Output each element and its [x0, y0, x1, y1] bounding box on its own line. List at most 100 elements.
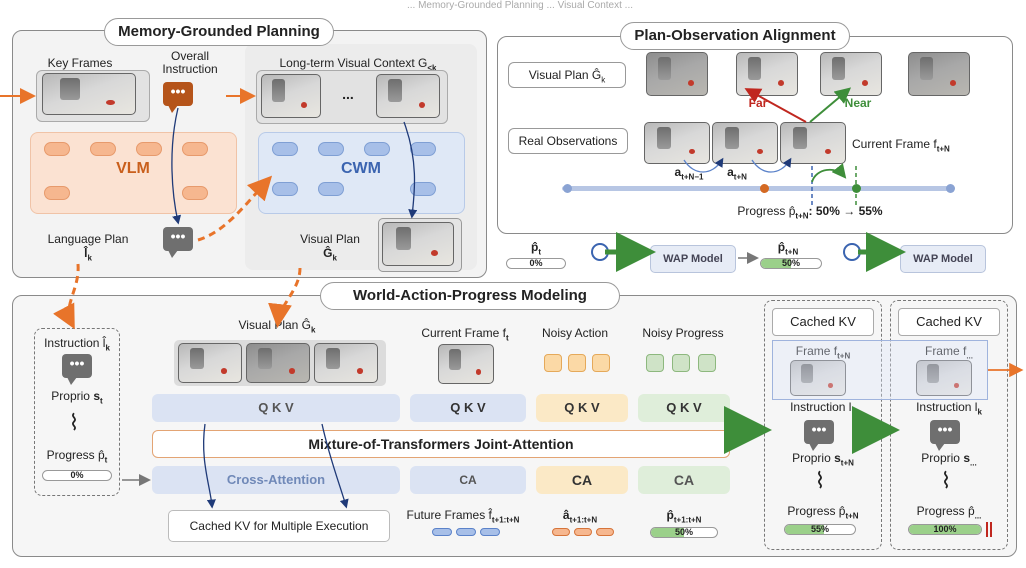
- noisy-progress-label: Noisy Progress: [642, 326, 724, 340]
- p-hat-bar: 50%: [650, 527, 718, 538]
- qkv-box-frame: Q K V: [410, 394, 526, 422]
- future-frames-label: Future Frames f̂t+1:t+N: [400, 508, 526, 524]
- wapm-proprio-symbol: s: [93, 389, 101, 403]
- action-1-sub: t+N−1: [681, 172, 704, 182]
- chat-icon: •••: [930, 420, 960, 451]
- strip-pt-value: 0%: [529, 258, 543, 268]
- qkv-box-visual: Q K V: [152, 394, 400, 422]
- action-2-text: a: [727, 165, 734, 179]
- wapm-progress-label: Progress p̂t: [34, 448, 120, 464]
- wapm-plan-frame-3: [314, 343, 378, 383]
- cwm-token: [364, 142, 390, 156]
- wapm-proprio-text: Proprio: [51, 389, 90, 403]
- overall-instruction-label: Overall Instruction: [162, 49, 218, 76]
- action-token: [596, 528, 614, 536]
- wapm-current-frame-text: Current Frame f: [421, 326, 506, 340]
- qkv-box-progress: Q K V: [638, 394, 730, 422]
- visual-plan-frame: [382, 222, 454, 266]
- noisy-action-token: [592, 354, 610, 372]
- action-token: [552, 528, 570, 536]
- poa-progress-value: : 50% → 55%: [808, 204, 883, 218]
- context-frame-1: [261, 74, 321, 118]
- future-frame-token: [432, 528, 452, 536]
- robot-arm-icon: ⌇: [814, 468, 826, 493]
- wapm-visual-plan-sub: k: [311, 325, 316, 335]
- obs-frame-1: [644, 122, 710, 164]
- cache1-frame-text: Frame f: [795, 344, 838, 358]
- long-term-context-text: Long-term Visual Context G: [279, 56, 428, 70]
- strip-ptn-bar: 50%: [760, 258, 822, 269]
- future-frame-token: [456, 528, 476, 536]
- timeline-dot-end: [946, 184, 955, 193]
- strip-ptn-fill: [761, 259, 791, 268]
- cached-kv-box-2: Cached KV: [898, 308, 1000, 336]
- cache1-frame-image: [790, 360, 846, 396]
- cache2-progress-bar: 100%: [908, 524, 982, 535]
- cwm-token: [410, 182, 436, 196]
- wapm-progress-sub: t: [104, 455, 108, 465]
- qkv-box-action: Q K V: [536, 394, 628, 422]
- visual-plan-text: Visual Plan: [300, 232, 360, 246]
- ca-box-frame: CA: [410, 466, 526, 494]
- cache2-frame-image: [916, 360, 972, 396]
- cwm-token: [410, 142, 436, 156]
- obs-frame-2: [712, 122, 778, 164]
- language-plan-text: Language Plan: [47, 232, 129, 246]
- cross-attention-box: Cross-Attention: [152, 466, 400, 494]
- cache2-frame-sub: ...: [966, 351, 973, 361]
- context-frame-2: [376, 74, 440, 118]
- current-frame-text: Current Frame f: [852, 137, 937, 151]
- poa-plan-frame-1: [646, 52, 708, 96]
- poa-progress-sub: t+N: [795, 211, 809, 221]
- timeline-dot-start: [563, 184, 572, 193]
- instruction-to-plan-arrow: [171, 107, 182, 225]
- cache1-progress-bar: 55%: [784, 524, 856, 535]
- cache2-instruction-label: Instruction lk: [894, 400, 1004, 416]
- cache2-instruction-text: Instruction l: [916, 400, 978, 414]
- wapm-title: World-Action-Progress Modeling: [320, 282, 620, 310]
- p-hat-text: p̂: [666, 508, 674, 522]
- cache2-instruction-sub: k: [977, 407, 982, 417]
- action-token: [574, 528, 592, 536]
- cache1-progress-sub: t+N: [845, 511, 859, 521]
- a-hat-label: ât+1:t+N: [540, 508, 620, 524]
- obs-curve-2: [751, 157, 792, 173]
- mgp-title: Memory-Grounded Planning: [104, 18, 334, 46]
- visual-plan-down-arrow: [268, 267, 302, 328]
- visual-plan-symbol: Ĝ: [323, 246, 333, 260]
- poa-progress-text: Progress p̂: [737, 204, 796, 218]
- strip-ptn-sub: t+N: [785, 247, 799, 257]
- obs-curve-1: [683, 157, 724, 173]
- ca-box-progress: CA: [638, 466, 730, 494]
- strip-ptn-label: p̂t+N: [768, 240, 808, 256]
- wapm-plan-frame-2: [246, 343, 310, 383]
- progress-timeline: [562, 186, 952, 191]
- robot-arm-icon: ⌇: [68, 410, 80, 435]
- cache2-proprio-sub: ...: [970, 458, 977, 468]
- cwm-token: [318, 142, 344, 156]
- context-to-visual-plan-arrow: [403, 121, 418, 219]
- cache1-proprio-symbol: s: [834, 451, 841, 465]
- mot-joint-attention: Mixture-of-Transformers Joint-Attention: [152, 430, 730, 458]
- chat-icon: •••: [62, 354, 92, 385]
- chat-icon: •••: [163, 82, 193, 113]
- cache1-progress-fill: [785, 525, 824, 534]
- real-observations-box: Real Observations: [508, 128, 628, 154]
- p-hat-fill: [651, 528, 684, 537]
- cache1-proprio-sub: t+N: [840, 458, 854, 468]
- p-hat-value: 50%: [674, 527, 693, 537]
- p-hat-sub: t+1:t+N: [673, 515, 702, 525]
- cache2-proprio-text: Proprio: [921, 451, 960, 465]
- p-hat-label: p̂t+1:t+N: [644, 508, 724, 524]
- current-frame-sub: t+N: [936, 144, 950, 154]
- noisy-progress-token: [672, 354, 690, 372]
- cached-kv-multi-box: Cached KV for Multiple Execution: [168, 510, 390, 542]
- ca-to-cache-arrow-1: [202, 423, 216, 509]
- key-frames-label: Key Frames: [47, 56, 113, 70]
- top-header: ... Memory-Grounded Planning ... Visual …: [406, 0, 634, 11]
- wapm-instruction-text: Instruction l̂: [44, 336, 106, 350]
- cache2-progress-value: 100%: [933, 524, 957, 534]
- wap-model-box-1: WAP Model: [650, 245, 736, 273]
- noisy-action-label: Noisy Action: [541, 326, 609, 340]
- poa-plan-frame-4: [908, 52, 970, 96]
